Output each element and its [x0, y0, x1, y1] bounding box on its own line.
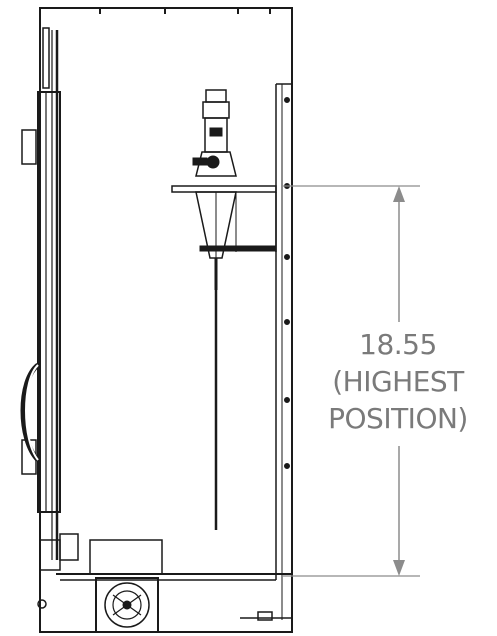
dimension-arrow-bottom — [393, 560, 405, 576]
fan-unit — [95, 577, 159, 633]
door-frame — [20, 27, 61, 560]
probe-assembly — [171, 89, 277, 530]
dimension-note-line2: POSITION) — [328, 402, 468, 435]
height-dimension — [282, 185, 420, 577]
dimension-label: 18.55 (HIGHEST POSITION) — [306, 326, 490, 437]
dimension-note-line1: (HIGHEST — [332, 365, 464, 398]
dimension-value: 18.55 — [359, 328, 437, 361]
dimension-arrow-top — [393, 186, 405, 202]
cabinet-base — [37, 533, 292, 621]
cabinet-enclosure — [39, 7, 293, 633]
